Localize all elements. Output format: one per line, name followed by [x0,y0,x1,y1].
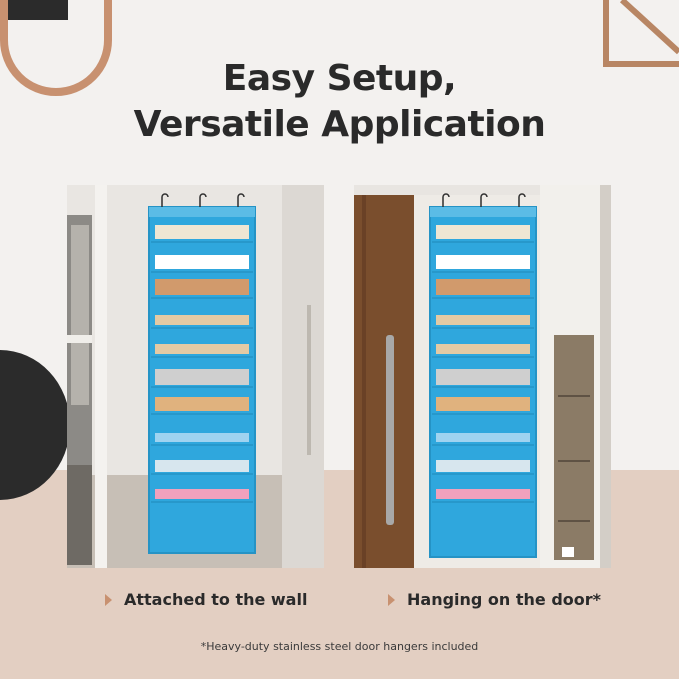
footnote: *Heavy-duty stainless steel door hangers… [200,640,479,653]
door-photo [354,185,611,568]
door-organizer [429,193,537,558]
door-scene [354,185,611,568]
headline: Easy Setup, Versatile Application [0,56,679,148]
wall-scene [67,185,324,568]
caret-right-icon [105,593,112,606]
wall-caption-text: Attached to the wall [124,590,308,609]
headline-line2: Versatile Application [133,104,546,145]
triangle-deco [603,0,679,67]
wall-organizer [148,193,256,554]
door-caption-text: Hanging on the door* [407,590,602,609]
half-circle-deco [0,350,70,500]
caret-right-icon [388,593,395,606]
quarter-circle-deco [0,0,112,96]
headline-line1: Easy Setup, [222,58,457,99]
wall-caption: Attached to the wall [105,590,307,609]
door-caption: Hanging on the door* [388,590,601,609]
wall-photo [67,185,324,568]
